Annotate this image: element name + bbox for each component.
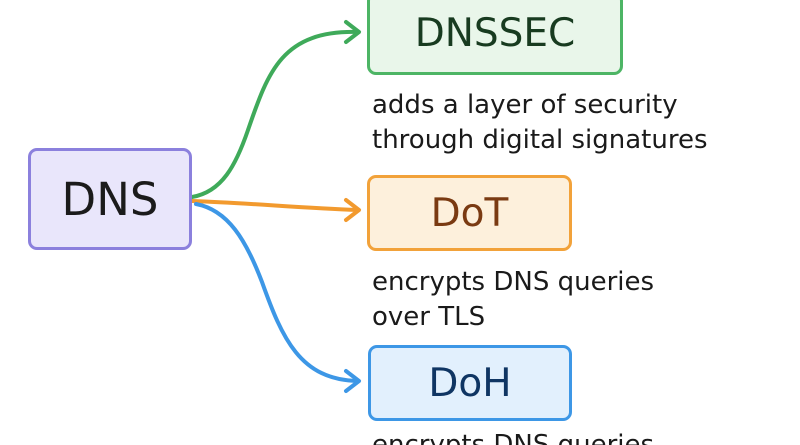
node-dns-label: DNS — [61, 172, 159, 226]
node-dot: DoT — [367, 175, 572, 251]
dnssec-description: adds a layer of security through digital… — [372, 88, 708, 158]
arrowhead-doh — [344, 369, 361, 393]
arrowhead-dot — [344, 198, 361, 222]
dnssec-description-line-1: adds a layer of security — [372, 90, 678, 120]
arrowhead-dnssec — [344, 20, 361, 44]
dot-description-line-1: encrypts DNS queries — [372, 267, 655, 297]
doh-description: encrypts DNS queries — [372, 428, 654, 445]
arrow-dns-to-doh — [194, 202, 360, 383]
node-doh-label: DoH — [428, 360, 512, 406]
dot-description-line-2: over TLS — [372, 302, 486, 332]
dot-description: encrypts DNS queries over TLS — [372, 265, 654, 335]
arrow-dns-to-dnssec — [190, 29, 360, 199]
node-dot-label: DoT — [430, 190, 509, 236]
node-doh: DoH — [368, 345, 572, 421]
dnssec-description-line-2: through digital signatures — [372, 125, 708, 155]
arrow-dns-to-dot — [190, 199, 360, 212]
node-dns: DNS — [28, 148, 192, 250]
node-dnssec-label: DNSSEC — [414, 11, 576, 56]
doh-description-line-1: encrypts DNS queries — [372, 430, 655, 445]
node-dnssec: DNSSEC — [367, 0, 623, 75]
